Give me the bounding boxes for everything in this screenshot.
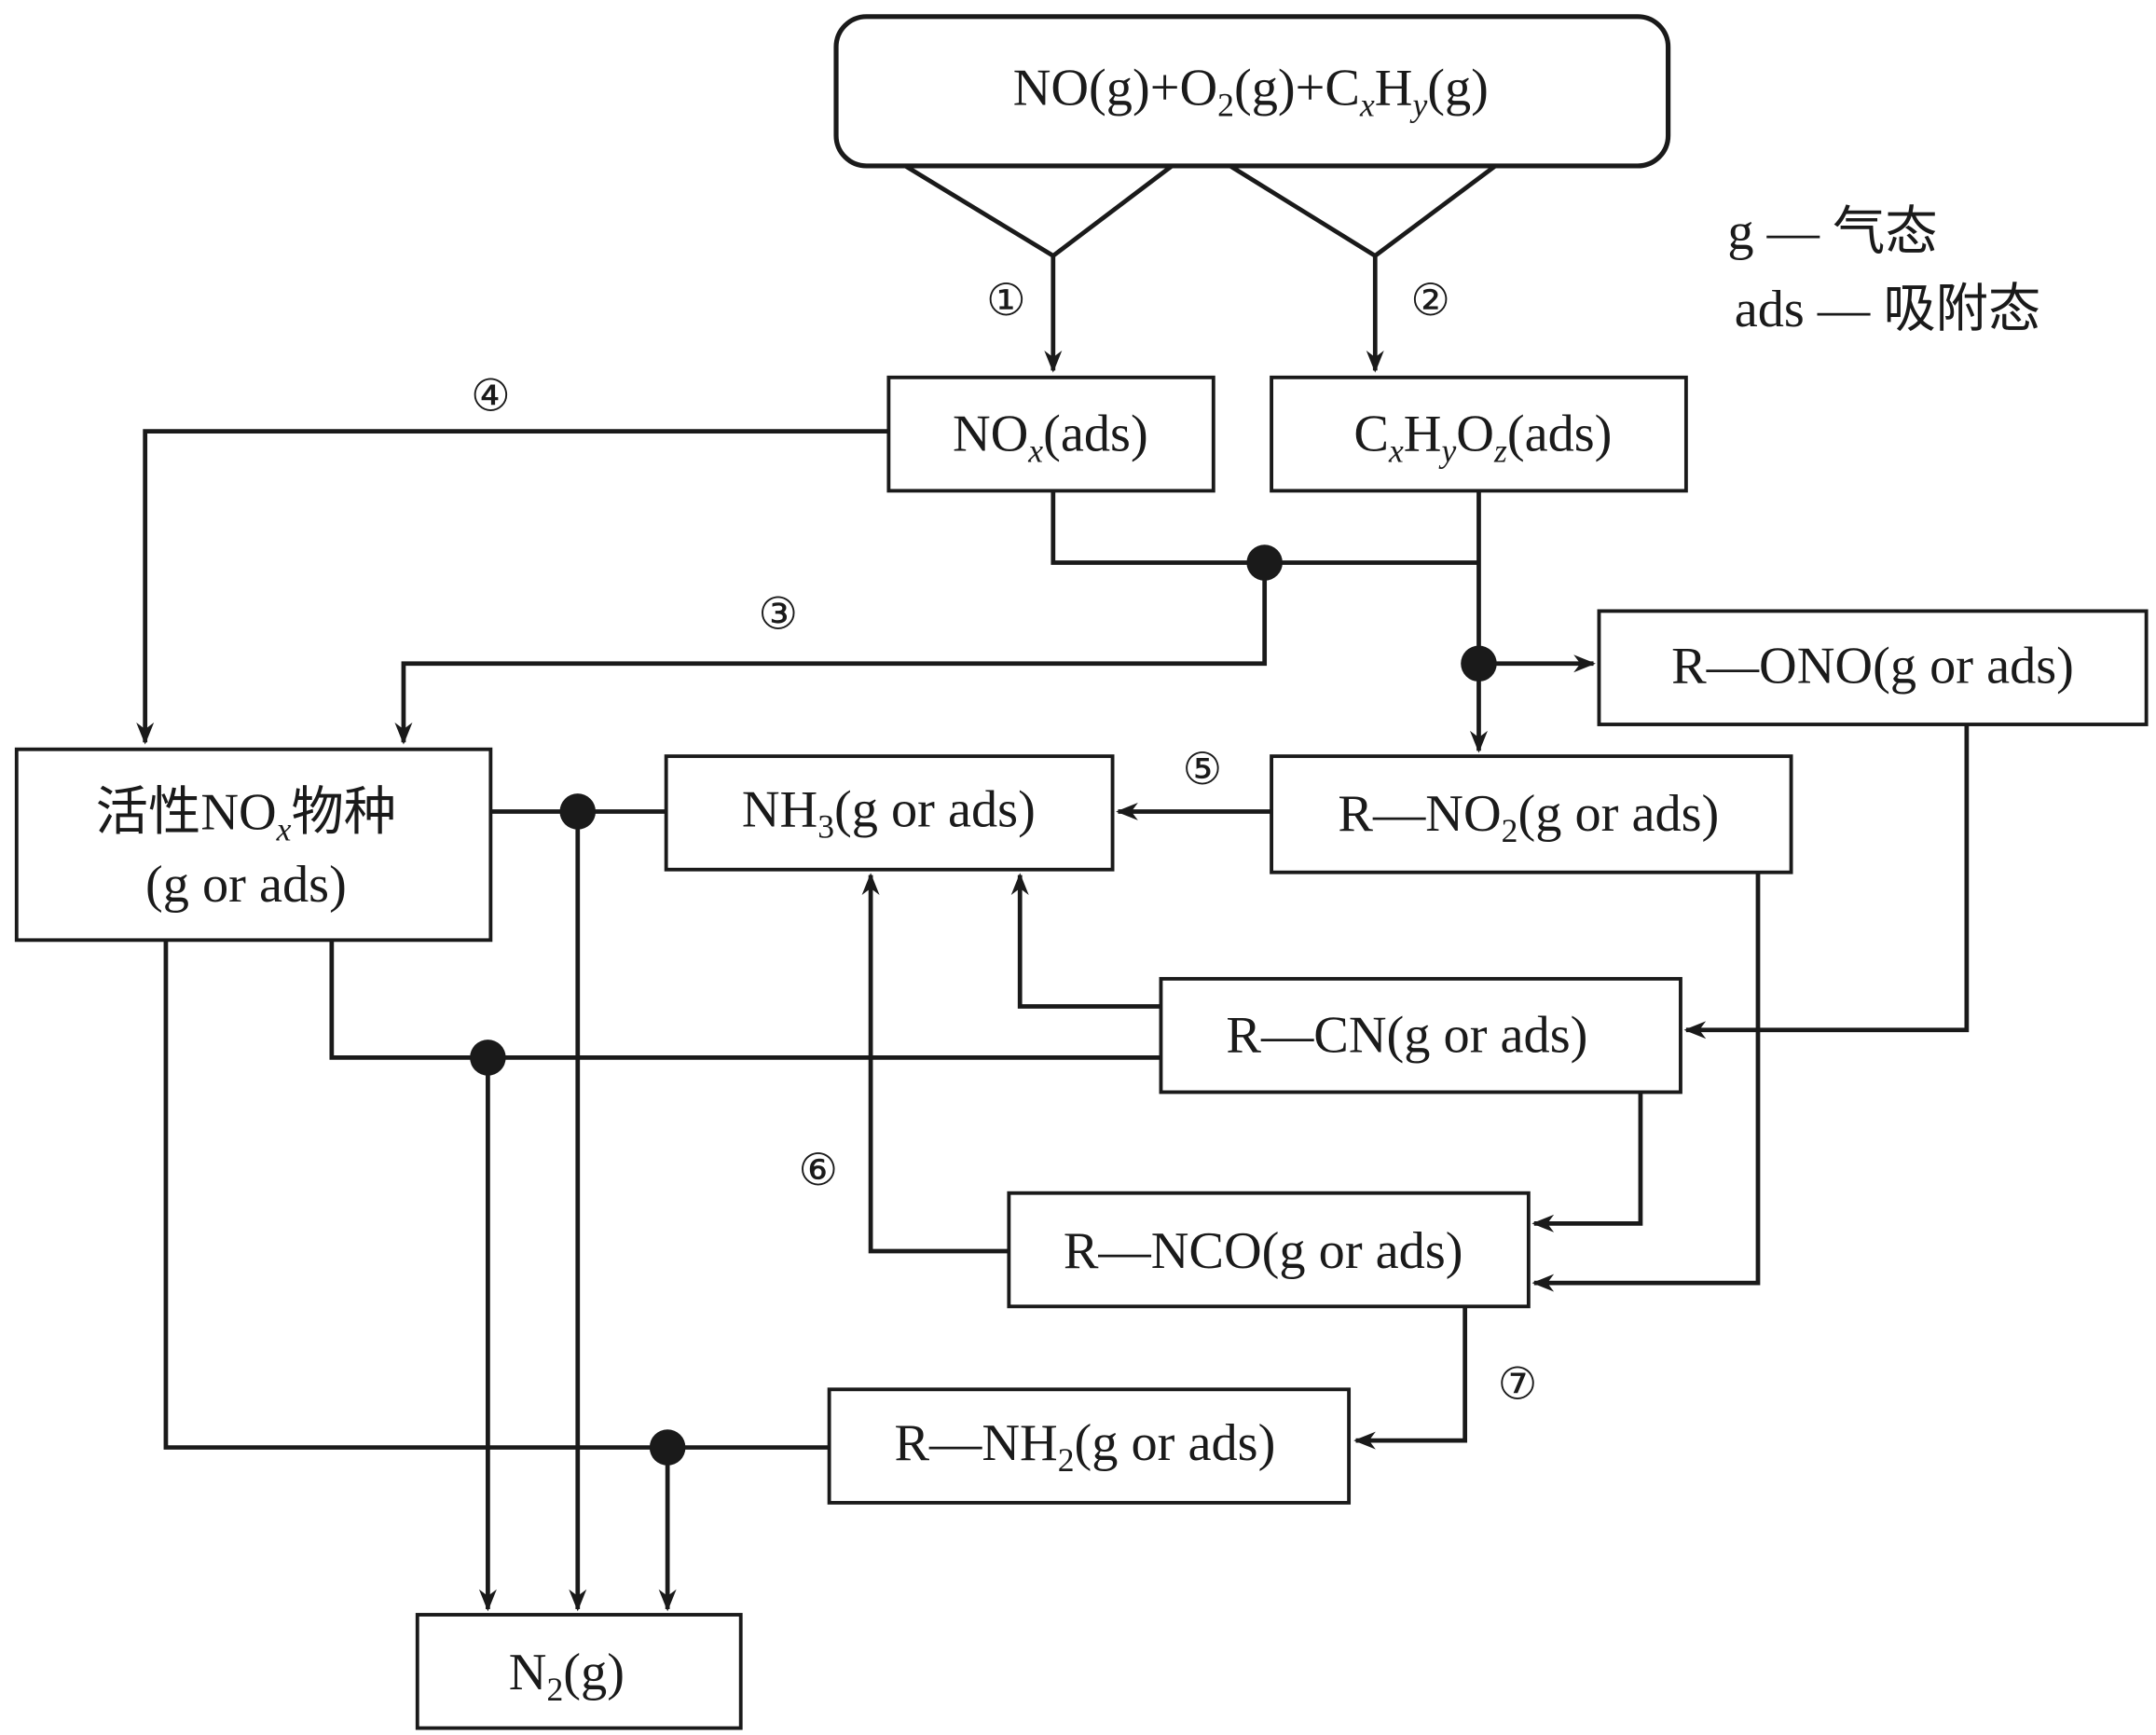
- node-r-cn: R—CN(g or ads): [1159, 976, 1682, 1095]
- junction-dot: [470, 1040, 506, 1076]
- node-reactants: NO(g)+O2(g)+CxHy(g): [833, 14, 1671, 169]
- line-active-to-rnh2: [163, 940, 830, 1450]
- arrow-step-6: [861, 873, 1009, 1254]
- label-text: C: [1353, 405, 1389, 462]
- label-text: R—ONO(g or ads): [1671, 638, 2074, 695]
- step-label-7: ⑦: [1498, 1359, 1538, 1411]
- svg-text:CxHyOz(ads): CxHyOz(ads): [1353, 405, 1612, 469]
- label-text: 活性NO: [96, 784, 277, 842]
- svg-text:NH3(g or ads): NH3(g or ads): [742, 781, 1036, 846]
- arrow-step-7: [1353, 1306, 1468, 1450]
- arrow-step-3: [394, 562, 1268, 745]
- funnel-1: [903, 163, 1174, 259]
- label-text: R—CN(g or ads): [1226, 1006, 1587, 1064]
- junction-dot: [1246, 544, 1283, 581]
- junction-dot: [1461, 645, 1497, 682]
- node-nh3: NH3(g or ads): [664, 754, 1115, 872]
- label-text: (g or ads): [145, 856, 347, 914]
- label-text: (g or ads): [834, 781, 1036, 839]
- text: (g)+C: [1234, 60, 1360, 117]
- legend-adsorbed: ads — 吸附态: [1735, 281, 2041, 338]
- node-r-ono: R—ONO(g or ads): [1597, 609, 2149, 726]
- label-text: R—NCO(g or ads): [1064, 1222, 1463, 1280]
- label-text: NH: [742, 781, 817, 839]
- subscript: y: [1409, 87, 1427, 124]
- node-r-no2: R—NO2(g or ads): [1270, 754, 1793, 874]
- text: NO(g)+O: [1013, 60, 1217, 117]
- label-text: (g or ads): [1517, 785, 1719, 843]
- label-text: 3: [817, 808, 834, 846]
- label-text: N: [509, 1644, 547, 1701]
- label-text: (ads): [1507, 405, 1613, 462]
- connectors: [136, 163, 1970, 1612]
- label-text: R—NO: [1338, 785, 1501, 843]
- label-text: y: [1438, 432, 1456, 469]
- node-active-nox: 活性NOx物种 (g or ads): [14, 747, 493, 943]
- text: (g): [1427, 60, 1489, 117]
- step-label-5: ⑤: [1183, 744, 1223, 795]
- label-text: x: [276, 811, 292, 848]
- legend-gas: g — 气态: [1727, 203, 1937, 261]
- node-cxhyoz-ads: CxHyOz(ads): [1270, 375, 1688, 493]
- step-label-2: ②: [1410, 275, 1450, 326]
- label-text: 物种: [291, 784, 396, 842]
- label-text: x: [1027, 432, 1043, 469]
- label-text: x: [1388, 432, 1404, 469]
- svg-text:NOx(ads): NOx(ads): [953, 405, 1148, 469]
- junction-dot: [649, 1429, 686, 1466]
- svg-text:R—NH2(g or ads): R—NH2(g or ads): [894, 1414, 1275, 1479]
- label-text: 2: [1058, 1441, 1075, 1479]
- junction-dot: [559, 793, 597, 830]
- node-r-nco: R—NCO(g or ads): [1007, 1191, 1531, 1309]
- svg-text:R—NO2(g or ads): R—NO2(g or ads): [1338, 785, 1719, 849]
- label-text: 2: [547, 1671, 564, 1708]
- arrow-rno2-to-rnco: [1531, 872, 1761, 1292]
- funnel-2: [1229, 163, 1497, 259]
- step-label-3: ③: [758, 589, 798, 640]
- label-text: H: [1404, 405, 1442, 462]
- arrow-step-4: [136, 429, 889, 745]
- line-nox-to-junction: [1051, 490, 1479, 565]
- label-text: (ads): [1043, 405, 1148, 462]
- subscript: 2: [1217, 87, 1234, 124]
- label-text: NO: [953, 405, 1028, 462]
- node-r-nh2: R—NH2(g or ads): [827, 1387, 1352, 1505]
- node-n2: N2(g): [415, 1613, 743, 1730]
- step-label-1: ①: [986, 275, 1026, 326]
- label-text: R—NH: [894, 1414, 1057, 1472]
- svg-text:活性NOx物种: 活性NOx物种: [96, 784, 396, 848]
- step-label-4: ④: [471, 370, 511, 421]
- step-label-6: ⑥: [798, 1145, 838, 1196]
- arrow-rono-to-rcn: [1683, 724, 1970, 1040]
- subscript: x: [1359, 87, 1375, 124]
- svg-text:N2(g): N2(g): [509, 1644, 625, 1708]
- arrow-rcn-to-nh3: [1010, 873, 1161, 1009]
- label-text: O: [1456, 405, 1494, 462]
- line-active-to-rcn: [329, 940, 1161, 1060]
- label-text: 2: [1502, 812, 1518, 849]
- text: H: [1375, 60, 1413, 117]
- label-text: z: [1493, 432, 1507, 469]
- label-text: (g or ads): [1075, 1414, 1276, 1472]
- svg-text:NO(g)+O2(g)+CxHy(g): NO(g)+O2(g)+CxHy(g): [1013, 60, 1489, 124]
- arrow-rcn-to-rnco: [1531, 1092, 1643, 1232]
- label-text: (g): [563, 1644, 625, 1701]
- node-nox-ads: NOx(ads): [886, 375, 1215, 493]
